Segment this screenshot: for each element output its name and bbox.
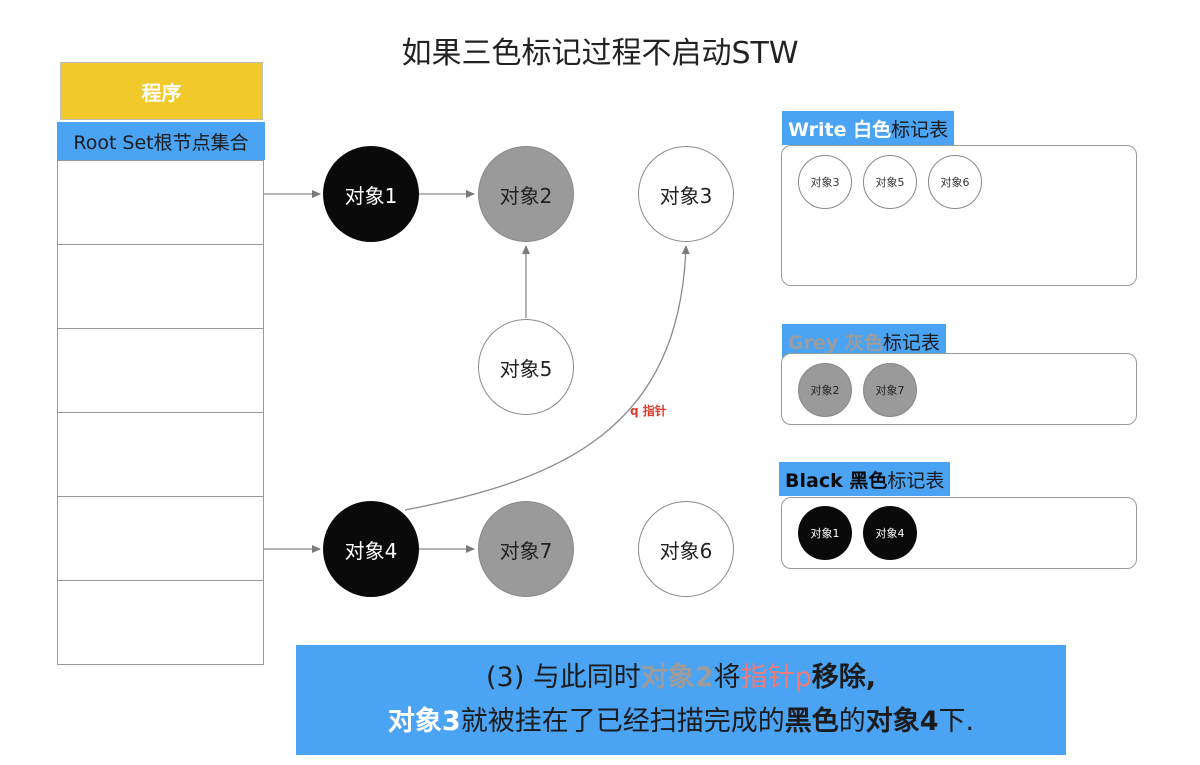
black-table-title: Black 黑色标记表 [779,462,951,496]
object-4-node: 对象4 [323,501,419,597]
rootset-cell [58,497,263,581]
object-7-node: 对象7 [478,501,574,597]
white-table-item: 对象5 [863,155,917,209]
caption-pointer-p: 指针p [740,662,812,693]
caption-text: 移除, [811,662,877,693]
rootset-stack [57,160,264,665]
white-table-title: Write 白色标记表 [782,111,955,145]
rootset-cell [58,329,263,413]
caption-line-2: 对象3就被挂在了已经扫描完成的黑色的对象4下. [296,700,1066,744]
white-table-item: 对象3 [798,155,852,209]
white-table-title-bold: Write 白色 [788,118,892,141]
white-table-title-rest: 标记表 [891,118,949,141]
black-table-item: 对象1 [798,506,852,560]
caption-line-1: (3) 与此同时对象2将指针p移除, [296,656,1066,700]
black-table-item: 对象4 [863,506,917,560]
object-1-node: 对象1 [323,146,419,242]
grey-table-title-rest: 标记表 [882,331,940,354]
grey-table-item: 对象7 [863,363,917,417]
caption-object4: 对象4 [865,706,939,737]
caption-black: 黑色 [784,706,839,737]
rootset-cell [58,413,263,497]
caption-text: 就被挂在了已经扫描完成的 [460,706,785,737]
caption-object2: 对象2 [640,662,714,693]
caption-text: 将 [713,662,741,693]
black-table-title-bold: Black 黑色 [785,469,888,492]
caption-box: (3) 与此同时对象2将指针p移除, 对象3就被挂在了已经扫描完成的黑色的对象4… [296,645,1066,755]
grey-table-item: 对象2 [798,363,852,417]
caption-text: 的 [838,706,866,737]
grey-table-title: Grey 灰色标记表 [782,324,946,358]
black-table-title-rest: 标记表 [887,469,945,492]
object-2-node: 对象2 [478,146,574,242]
rootset-cell [58,245,263,329]
object-3-node: 对象3 [638,146,734,242]
edge-obj4-to-obj3-q-pointer [404,245,690,511]
object-6-node: 对象6 [638,501,734,597]
grey-table-title-bold: Grey 灰色 [788,331,883,354]
object-5-node: 对象5 [478,319,574,415]
rootset-cell [58,161,263,245]
caption-text: (3) 与此同时 [485,662,641,693]
caption-text: 下. [938,706,975,737]
program-label: 程序 [60,62,263,120]
caption-object3: 对象3 [387,706,461,737]
white-table-item: 对象6 [928,155,982,209]
diagram-title: 如果三色标记过程不启动STW [401,36,799,71]
grey-table-box [781,353,1137,425]
q-pointer-label: q 指针 [630,404,667,418]
rootset-label: Root Set根节点集合 [57,122,265,160]
